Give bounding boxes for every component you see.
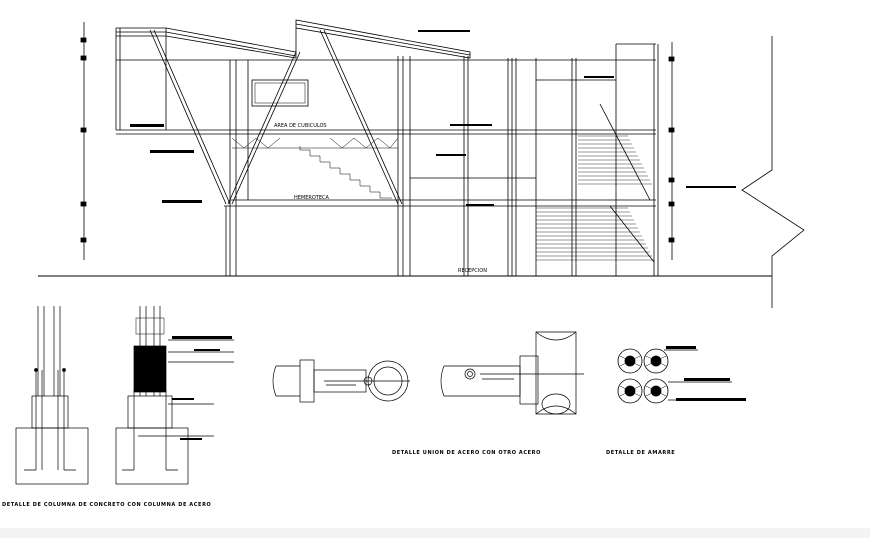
exterior-stair	[536, 103, 655, 263]
label-mid-area: HEMEROTECA	[294, 195, 330, 201]
diagonal-braces	[149, 29, 403, 205]
beam-connection-left	[272, 359, 410, 403]
caption-beam-detail: DETALLE UNION DE ACERO CON OTRO ACERO	[392, 450, 541, 456]
structural-columns	[115, 28, 659, 276]
leader-labels	[130, 30, 736, 206]
bundle-leader-tags	[666, 346, 746, 401]
left-dimension-line	[80, 22, 87, 260]
right-dimension-line	[668, 42, 675, 260]
beam-connection-right	[440, 331, 584, 415]
rebar-bundle-detail: DETALLE DE AMARRE	[606, 346, 746, 456]
footing-leader-tags	[172, 336, 232, 440]
footer-strip	[0, 528, 870, 538]
footing-right	[115, 306, 234, 485]
interior-stair	[299, 146, 392, 199]
beam-connection-detail: DETALLE UNION DE ACERO CON OTRO ACERO	[272, 331, 584, 456]
footing-left	[15, 306, 89, 485]
section-cut-line	[741, 36, 805, 308]
caption-bundle-detail: DETALLE DE AMARRE	[606, 450, 675, 456]
floor-slabs	[116, 43, 656, 207]
label-upper-area: AREA DE CUBICULOS	[274, 123, 327, 129]
building-section: AREA DE CUBICULOS HEMEROTECA RECEPCION	[38, 19, 805, 308]
floor-trusses	[231, 137, 399, 149]
bar-group	[617, 348, 746, 404]
label-ground-area: RECEPCION	[458, 268, 487, 274]
window	[251, 79, 309, 107]
roof	[116, 19, 471, 59]
caption-column-detail: DETALLE DE COLUMNA DE CONCRETO CON COLUM…	[2, 502, 211, 508]
column-footing-detail: DETALLE DE COLUMNA DE CONCRETO CON COLUM…	[2, 306, 234, 508]
